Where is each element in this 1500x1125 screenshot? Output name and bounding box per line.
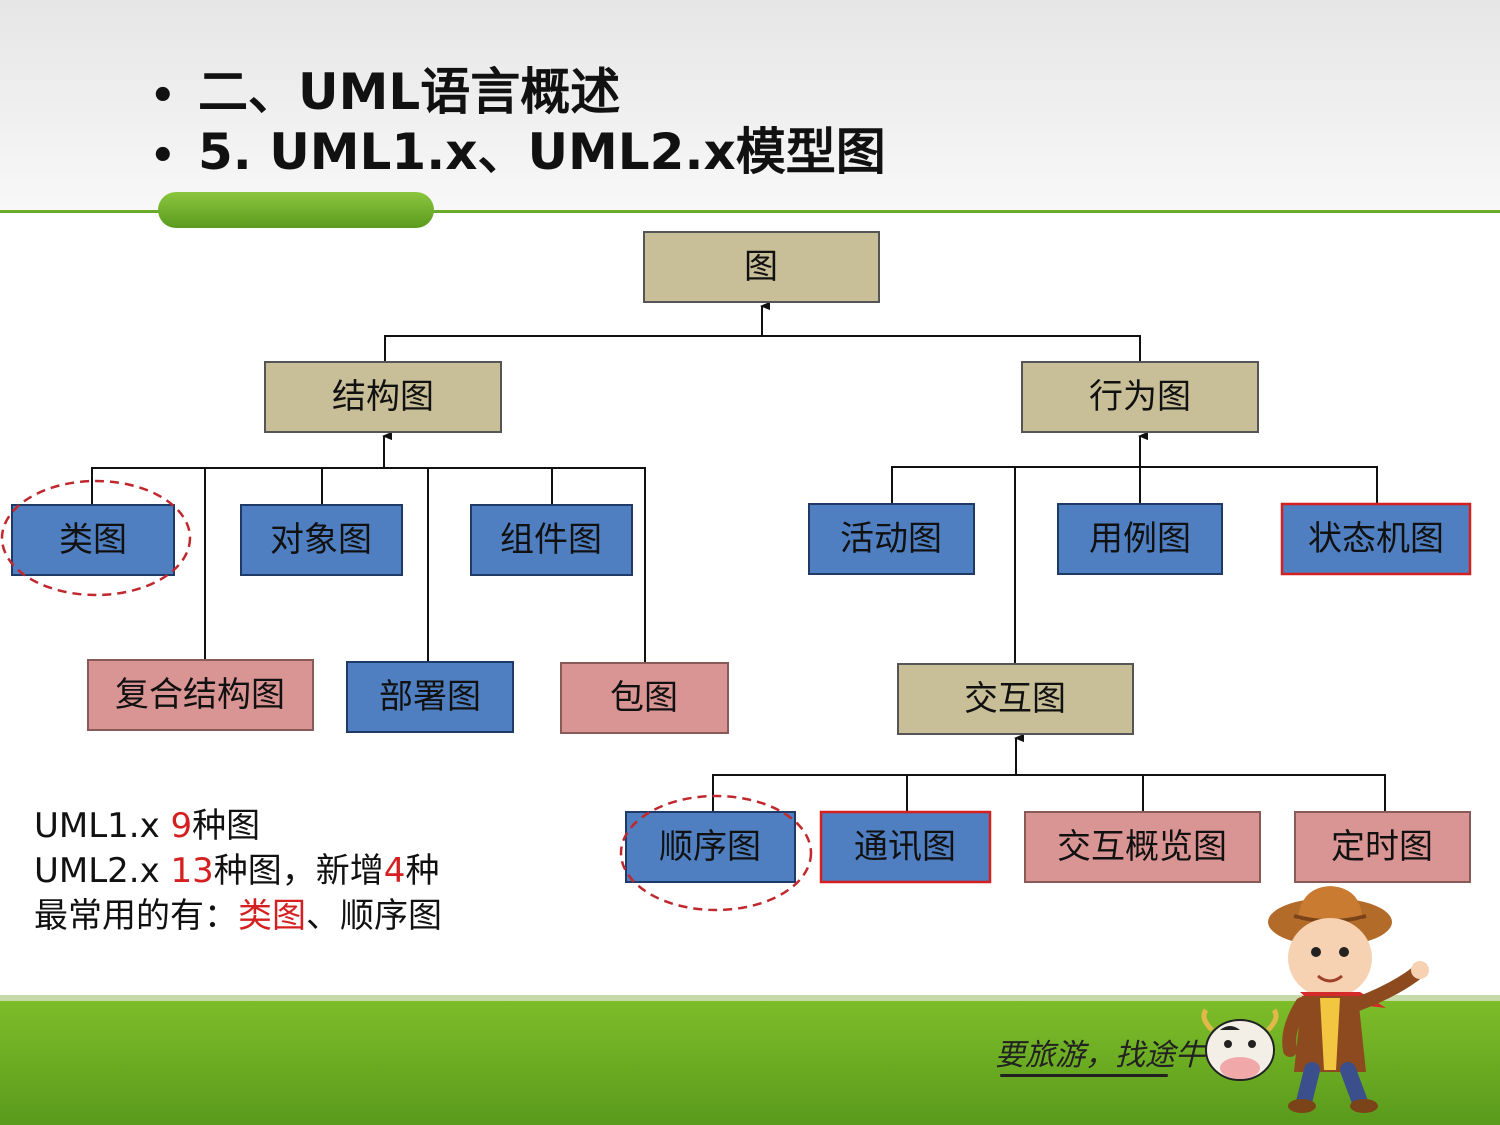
node-usecase: 用例图 — [1057, 503, 1223, 575]
node-component: 组件图 — [470, 504, 633, 576]
bullet-1: • — [150, 72, 176, 119]
node-communication: 通讯图 — [819, 810, 992, 884]
node-behavior-label: 行为图 — [1089, 377, 1191, 417]
footer-slogan: 要旅游，找途牛！ — [995, 1038, 1235, 1073]
header-rule — [0, 210, 1500, 213]
node-interaction: 交互图 — [897, 663, 1134, 735]
node-overview-label: 交互概览图 — [1057, 827, 1227, 867]
note-uml1-suffix: 种图 — [192, 806, 261, 846]
connector-behavior-bus — [891, 466, 1378, 504]
node-deployment: 部署图 — [346, 661, 514, 733]
mascot-hat-crown — [1298, 886, 1362, 920]
node-deployment-label: 部署图 — [379, 677, 481, 717]
node-activity-label: 活动图 — [840, 519, 942, 559]
note-common: 最常用的有：类图、顺序图 — [34, 888, 442, 937]
node-structure: 结构图 — [264, 361, 502, 433]
highlight-sequence-ellipse — [619, 794, 813, 912]
mascot-face — [1288, 918, 1372, 998]
slide-header — [0, 0, 1500, 212]
node-component-label: 组件图 — [500, 520, 602, 560]
highlight-class-ellipse — [0, 479, 192, 597]
slogan-underline — [1000, 1074, 1168, 1077]
title-text-2: 5. UML1.x、UML2.x模型图 — [198, 123, 886, 181]
node-structure-label: 结构图 — [332, 377, 434, 417]
node-statemachine: 状态机图 — [1280, 502, 1472, 576]
node-statemachine-label: 状态机图 — [1308, 519, 1444, 559]
header-accent-pill — [158, 192, 434, 228]
node-communication-label: 通讯图 — [854, 827, 956, 867]
node-behavior: 行为图 — [1021, 361, 1259, 433]
node-package-label: 包图 — [610, 678, 678, 718]
node-composite-label: 复合结构图 — [115, 675, 285, 715]
node-interaction-label: 交互图 — [964, 679, 1066, 719]
note-uml2-suffix: 种 — [405, 851, 440, 891]
node-composite: 复合结构图 — [87, 659, 314, 731]
node-overview: 交互概览图 — [1024, 811, 1261, 883]
note-common-suffix: 、顺序图 — [306, 896, 442, 936]
connector-interaction-bus — [712, 774, 1386, 812]
node-sequence-label: 顺序图 — [659, 827, 761, 867]
node-timing-label: 定时图 — [1331, 827, 1433, 867]
note-uml2: UML2.x 13种图，新增4种 — [34, 843, 439, 892]
title-line-2: • 5. UML1.x、UML2.x模型图 — [150, 112, 886, 184]
footer-top-highlight — [0, 995, 1500, 1001]
node-root: 图 — [643, 231, 880, 303]
note-common-class: 类图 — [238, 896, 306, 936]
node-root-label: 图 — [744, 247, 778, 287]
note-uml2-mid: 种图，新增 — [213, 851, 384, 891]
note-uml2-prefix: UML2.x — [34, 851, 171, 891]
connector-structure-bus — [91, 467, 646, 662]
node-sequence: 顺序图 — [625, 811, 796, 883]
node-class-label: 类图 — [59, 520, 127, 560]
title-text-1: 二、UML语言概述 — [198, 63, 621, 121]
note-common-prefix: 最常用的有： — [34, 896, 238, 936]
node-object: 对象图 — [240, 504, 403, 576]
mascot-cow — [1201, 1008, 1279, 1081]
note-uml2-count: 13 — [170, 851, 214, 891]
node-timing: 定时图 — [1294, 811, 1471, 883]
connector-root-children — [384, 335, 1141, 362]
mascot-illustration — [1201, 886, 1429, 1113]
node-object-label: 对象图 — [270, 520, 372, 560]
title-line-1: • 二、UML语言概述 — [150, 52, 620, 124]
node-activity: 活动图 — [808, 503, 975, 575]
node-class: 类图 — [11, 504, 175, 576]
note-uml2-new-count: 4 — [383, 851, 406, 891]
note-uml1-prefix: UML1.x — [34, 806, 171, 846]
node-usecase-label: 用例图 — [1089, 519, 1191, 559]
bullet-2: • — [150, 132, 176, 179]
node-package: 包图 — [560, 662, 729, 734]
note-uml1: UML1.x 9种图 — [34, 798, 260, 847]
connector-lines — [91, 306, 1386, 812]
note-uml1-count: 9 — [170, 806, 193, 846]
